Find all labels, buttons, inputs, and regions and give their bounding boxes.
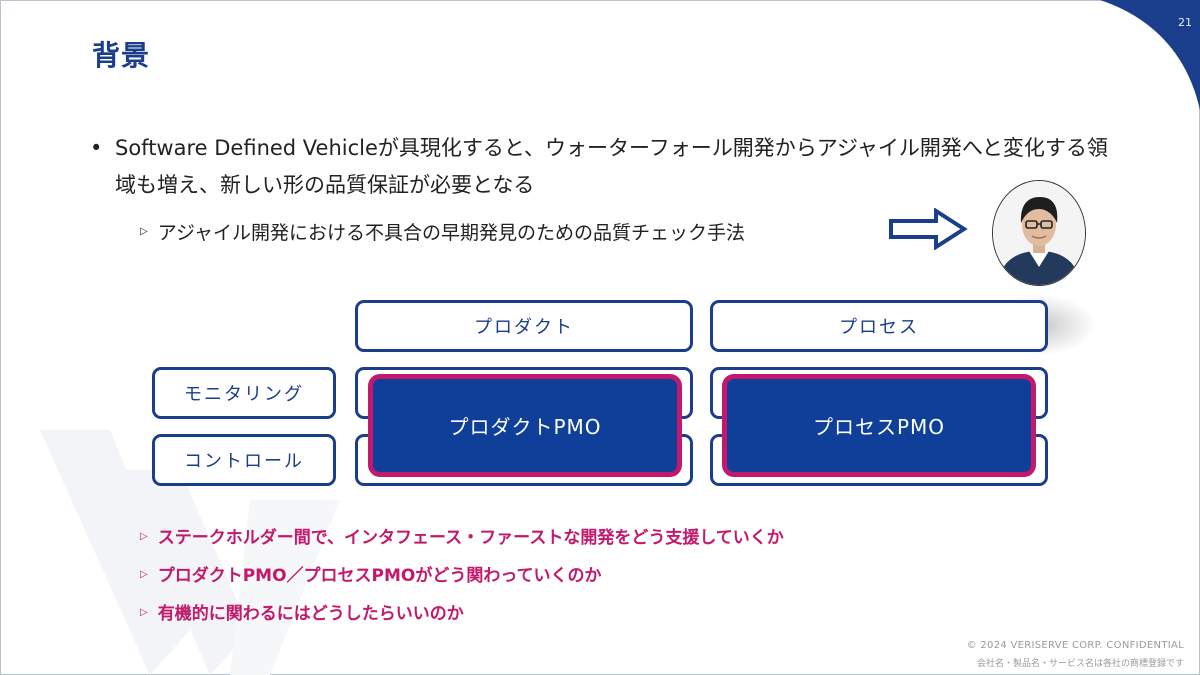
question-text: 有機的に関わるにはどうしたらいいのか	[157, 604, 464, 624]
process-pmo-label: プロセスPMO	[812, 415, 946, 439]
trademark-notice: 会社名・製品名・サービス名は各社の商標登録です	[976, 659, 1184, 669]
column-header-product: プロダクト	[355, 300, 693, 352]
watermark-logo	[40, 430, 340, 675]
sub-bullet-text: アジャイル開発における不具合の早期発見のための品質チェック手法	[157, 222, 745, 244]
outline-right-arrow-icon	[889, 208, 968, 250]
column-header-process-label: プロセス	[839, 317, 919, 338]
product-pmo-label: プロダクトPMO	[448, 415, 602, 439]
row-header-monitoring: モニタリング	[152, 367, 336, 419]
question-item: ▷ ステークホルダー間で、インタフェース・ファーストな開発をどう支援していくか	[140, 523, 784, 548]
triangle-bullet-icon: ▷	[140, 606, 148, 618]
process-pmo-block: プロセスPMO	[722, 374, 1036, 477]
column-header-process: プロセス	[710, 300, 1048, 352]
row-header-control: コントロール	[152, 434, 336, 486]
presenter-avatar	[992, 180, 1086, 286]
corner-decoration	[1100, 0, 1200, 110]
row-header-monitoring-label: モニタリング	[184, 384, 304, 405]
question-text: プロダクトPMO／プロセスPMOがどう関わっていくのか	[157, 566, 602, 586]
column-header-product-label: プロダクト	[474, 317, 574, 338]
page-number: 21	[1178, 16, 1192, 29]
question-item: ▷ 有機的に関わるにはどうしたらいいのか	[140, 599, 464, 624]
product-pmo-block: プロダクトPMO	[368, 374, 682, 477]
slide-title: 背景	[92, 39, 151, 72]
triangle-bullet-icon: ▷	[140, 568, 148, 580]
main-bullet-text: Software Defined Vehicleが具現化すると、ウォーターフォー…	[115, 136, 1108, 197]
main-bullet: • Software Defined Vehicleが具現化すると、ウォーターフ…	[90, 130, 1120, 204]
confidential-notice: © 2024 VERISERVE CORP. CONFIDENTIAL	[966, 640, 1184, 651]
question-item: ▷ プロダクトPMO／プロセスPMOがどう関わっていくのか	[140, 561, 602, 586]
triangle-bullet-icon: ▷	[140, 226, 148, 237]
question-text: ステークホルダー間で、インタフェース・ファーストな開発をどう支援していくか	[157, 528, 784, 548]
triangle-bullet-icon: ▷	[140, 530, 148, 542]
sub-bullet: ▷ アジャイル開発における不具合の早期発見のための品質チェック手法	[140, 218, 745, 245]
row-header-control-label: コントロール	[184, 451, 304, 472]
bullet-dot-icon: •	[90, 136, 103, 160]
